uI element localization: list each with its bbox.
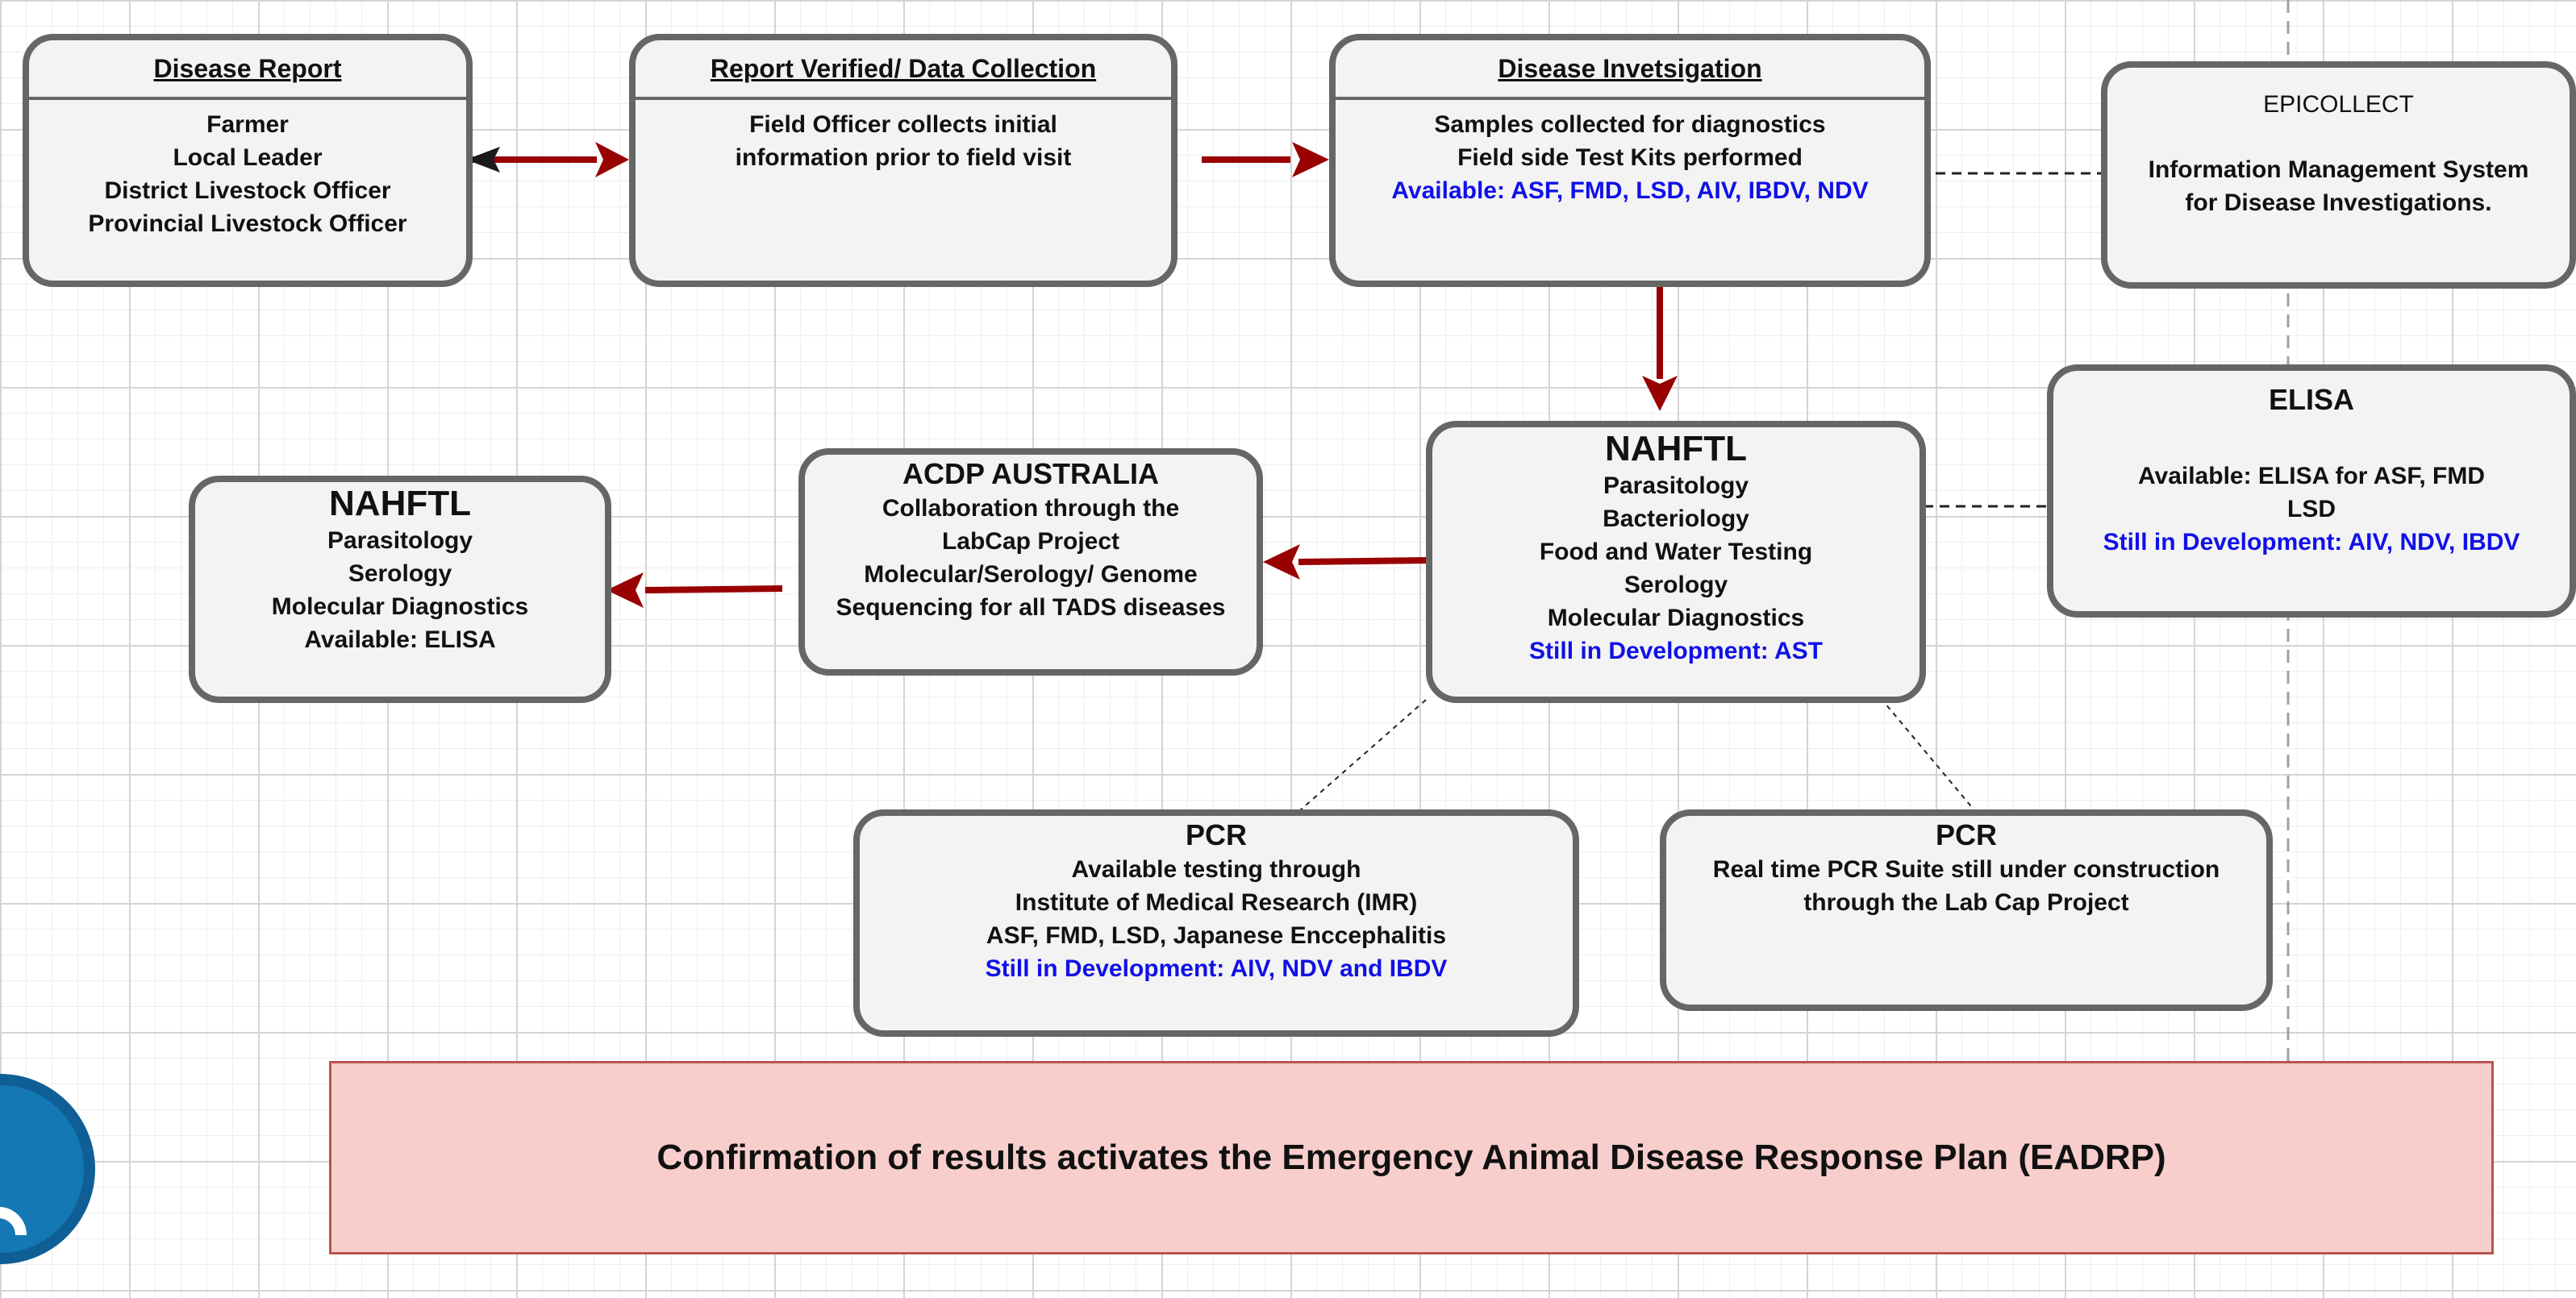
disease-report-title: Disease Report [153,53,342,83]
nahftl-main-development-status: Still in Development: AST [1529,638,1823,664]
epicollect-title: EPICOLLECT [2263,91,2414,118]
nahftl-main-box[interactable]: NAHFTL Parasitology Bacteriology Food an… [1426,421,1926,703]
dotted-nahftl-to-pcr-imr [1299,699,1427,811]
disease-report-line: Farmer [206,111,289,138]
pcr-imr-title: PCR [1185,818,1247,851]
pcr-labcap-line: Real time PCR Suite still under construc… [1712,856,2220,883]
report-verified-title: Report Verified/ Data Collection [710,53,1097,83]
acdp-australia-box[interactable]: ACDP AUSTRALIA Collaboration through the… [798,448,1263,676]
disease-report-header: Disease Report [29,40,466,100]
nahftl-left-title: NAHFTL [329,484,471,523]
arrow-report-to-verified [466,142,629,177]
disease-investigation-availability: Available: ASF, FMD, LSD, AIV, IBDV, NDV [1391,177,1869,204]
eadrp-banner-text: Confirmation of results activates the Em… [657,1138,2166,1177]
nahftl-left-line: Molecular Diagnostics [271,593,529,620]
arrow-verified-to-investigation [1202,142,1329,177]
nahftl-main-line: Serology [1624,572,1728,598]
report-verified-box[interactable]: Report Verified/ Data Collection Field O… [629,34,1178,287]
acdp-australia-title: ACDP AUSTRALIA [902,457,1159,490]
epicollect-box[interactable]: EPICOLLECT Information Management System… [2101,61,2576,289]
disease-report-line: Provincial Livestock Officer [88,210,407,237]
nahftl-main-line: Bacteriology [1603,505,1749,532]
nahftl-left-box[interactable]: NAHFTL Parasitology Serology Molecular D… [189,476,611,703]
pcr-labcap-box[interactable]: PCR Real time PCR Suite still under cons… [1660,809,2273,1011]
nahftl-main-title: NAHFTL [1605,429,1747,468]
pcr-imr-line: Institute of Medical Research (IMR) [1015,889,1418,916]
elisa-title: ELISA [2268,383,2354,416]
nahftl-main-line: Parasitology [1603,472,1749,499]
disease-report-box[interactable]: Disease Report Farmer Local Leader Distr… [23,34,473,287]
pcr-imr-line: ASF, FMD, LSD, Japanese Enccephalitis [986,922,1447,949]
elisa-line: Available: ELISA for ASF, FMD [2137,463,2486,489]
elisa-line: LSD [2287,496,2336,522]
arrow-nahftl-to-acdp [1263,544,1428,580]
report-verified-line: information prior to field visit [735,144,1072,171]
report-verified-line: Field Officer collects initial [749,111,1057,138]
disease-investigation-line: Field side Test Kits performed [1457,144,1803,171]
disease-investigation-header: Disease Invetsigation [1336,40,1924,100]
disease-investigation-title: Disease Invetsigation [1498,53,1762,83]
elisa-box[interactable]: ELISA Available: ELISA for ASF, FMD LSD … [2047,364,2576,618]
acdp-australia-line: Molecular/Serology/ Genome [864,561,1198,588]
partial-circular-logo-icon [0,1074,95,1264]
arrow-acdp-to-nahftl-left [606,572,783,608]
nahftl-main-line: Molecular Diagnostics [1547,605,1805,631]
disease-investigation-line: Samples collected for diagnostics [1434,111,1826,138]
acdp-australia-line: Sequencing for all TADS diseases [836,594,1226,621]
report-verified-header: Report Verified/ Data Collection [636,40,1171,100]
disease-report-line: Local Leader [173,144,323,171]
elisa-development-status: Still in Development: AIV, NDV, IBDV [2103,529,2520,555]
nahftl-left-line: Parasitology [327,527,473,554]
dotted-nahftl-to-pcr-labcap [1880,697,1975,811]
eadrp-banner[interactable]: Confirmation of results activates the Em… [329,1061,2494,1254]
pcr-imr-line: Available testing through [1071,856,1361,883]
acdp-australia-line: Collaboration through the [882,495,1180,522]
pcr-labcap-line: through the Lab Cap Project [1803,889,2129,916]
nahftl-left-line: Serology [348,560,452,587]
pcr-imr-box[interactable]: PCR Available testing through Institute … [853,809,1579,1037]
nahftl-main-line: Food and Water Testing [1539,539,1813,565]
nahftl-left-line: Available: ELISA [304,626,496,653]
acdp-australia-line: LabCap Project [941,528,1120,555]
pcr-imr-development-status: Still in Development: AIV, NDV and IBDV [985,955,1448,982]
arrow-investigation-to-nahftl [1642,284,1678,411]
epicollect-line: for Disease Investigations. [2185,189,2492,216]
pcr-labcap-title: PCR [1935,818,1997,851]
epicollect-line: Information Management System [2148,156,2529,183]
disease-report-line: District Livestock Officer [104,177,391,204]
disease-investigation-box[interactable]: Disease Invetsigation Samples collected … [1329,34,1931,287]
